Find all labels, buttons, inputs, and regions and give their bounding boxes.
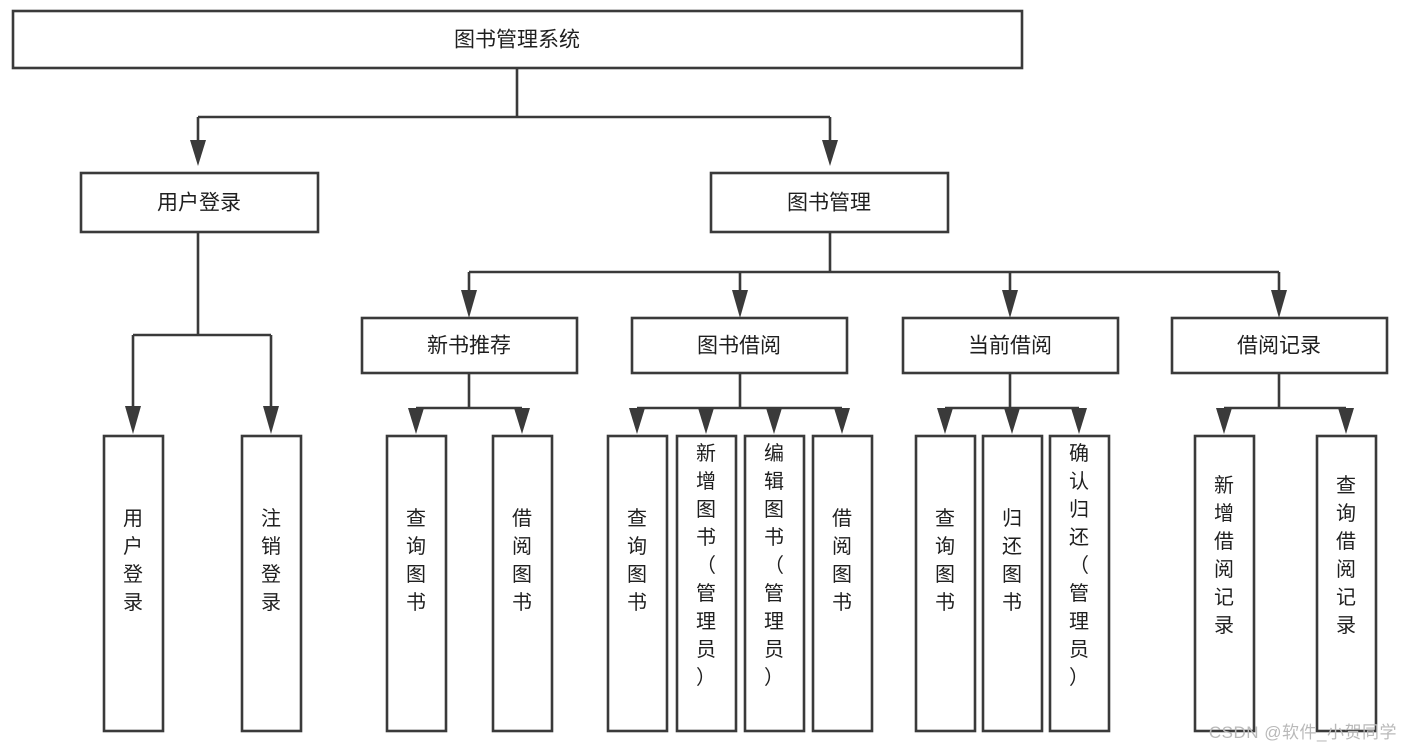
leaf-node-new-book-1[interactable]: 借阅图书 <box>491 434 554 733</box>
node-book-management[interactable]: 图书管理 <box>709 171 950 234</box>
arrow-head-current-borrow-leaf-0 <box>937 408 953 434</box>
arrow-head-new-book-leaf-1 <box>514 408 530 434</box>
arrow-head-user-login <box>190 140 206 166</box>
leaf-node-new-book-0[interactable]: 查询图书 <box>385 434 448 733</box>
arrow-head-user-login-leaf-0 <box>125 406 141 434</box>
arrow-head-book-borrow <box>732 290 748 318</box>
arrow-head-book-borrow-leaf-2 <box>766 408 782 434</box>
leaf-node-user-login-0[interactable]: 用户登录 <box>102 434 165 733</box>
leaf-node-book-borrow-3[interactable]: 借阅图书 <box>811 434 874 733</box>
arrow-head-current-borrow <box>1002 290 1018 318</box>
arrow-head-book-borrow-leaf-0 <box>629 408 645 434</box>
node-book-management-label: 图书管理 <box>787 192 871 215</box>
node-book-borrow-box[interactable] <box>630 316 849 375</box>
node-root-box[interactable] <box>11 9 1024 70</box>
connector-group-book-mgmt <box>461 232 1287 318</box>
arrow-head-current-borrow-leaf-2 <box>1071 408 1087 434</box>
leaf-label-new-book-0: 查询图书 <box>406 507 426 614</box>
node-new-book-recommend-label: 新书推荐 <box>427 335 511 358</box>
arrow-head-book-borrow-leaf-3 <box>834 408 850 434</box>
arrow-head-borrow-record <box>1271 290 1287 318</box>
leaf-label-current-borrow-2: 确认归还（管理员） <box>1069 442 1089 689</box>
leaf-box-new-book-0[interactable] <box>385 434 448 733</box>
connector-group-book-borrow <box>629 373 850 434</box>
leaf-box-book-borrow-2[interactable] <box>743 434 806 733</box>
node-new-book-recommend-box[interactable] <box>360 316 579 375</box>
leaf-label-user-login-0: 用户登录 <box>123 508 143 614</box>
arrow-head-current-borrow-leaf-1 <box>1004 408 1020 434</box>
leaf-group-user-login: 用户登录 注销登录 <box>102 434 303 733</box>
arrow-head-new-book-leaf-0 <box>408 408 424 434</box>
leaf-node-borrow-record-1[interactable]: 查询借阅记录 <box>1315 434 1378 733</box>
node-user-login-label: 用户登录 <box>157 192 241 215</box>
node-current-borrow-box[interactable] <box>901 316 1120 375</box>
leaf-node-book-borrow-2[interactable]: 编辑图书（管理员） <box>743 434 806 733</box>
connector-group-new-book-recommend <box>408 373 530 434</box>
leaf-box-user-login-1[interactable] <box>240 434 303 733</box>
leaf-box-new-book-1[interactable] <box>491 434 554 733</box>
leaf-group-borrow-record: 新增借阅记录 查询借阅记录 <box>1193 434 1378 733</box>
leaf-box-borrow-record-0[interactable] <box>1193 434 1256 733</box>
leaf-node-user-login-1[interactable]: 注销登录 <box>240 434 303 733</box>
node-borrow-record[interactable]: 借阅记录 <box>1170 316 1389 375</box>
leaf-label-book-borrow-0: 查询图书 <box>627 507 647 614</box>
node-book-management-box[interactable] <box>709 171 950 234</box>
arrow-head-book-mgmt <box>822 140 838 166</box>
arrow-head-user-login-leaf-1 <box>263 406 279 434</box>
leaf-box-current-borrow-2[interactable] <box>1048 434 1111 733</box>
node-current-borrow-label: 当前借阅 <box>968 335 1052 358</box>
leaf-box-borrow-record-1[interactable] <box>1315 434 1378 733</box>
leaf-label-book-borrow-2: 编辑图书（管理员） <box>764 442 784 689</box>
leaf-label-borrow-record-0: 新增借阅记录 <box>1214 474 1234 637</box>
node-user-login[interactable]: 用户登录 <box>79 171 320 234</box>
leaf-box-current-borrow-1[interactable] <box>981 434 1044 733</box>
leaf-group-new-book-recommend: 查询图书 借阅图书 <box>385 434 554 733</box>
node-current-borrow[interactable]: 当前借阅 <box>901 316 1120 375</box>
leaf-group-current-borrow: 查询图书 归还图书 确认归还（管理员） <box>914 434 1111 733</box>
connector-group-root <box>190 68 838 166</box>
node-user-login-box[interactable] <box>79 171 320 234</box>
node-borrow-record-box[interactable] <box>1170 316 1389 375</box>
leaf-box-book-borrow-0[interactable] <box>606 434 669 733</box>
csdn-watermark: CSDN @软件_小贺同学 <box>1208 723 1397 742</box>
leaf-label-current-borrow-1: 归还图书 <box>1002 507 1022 614</box>
leaf-label-borrow-record-1: 查询借阅记录 <box>1336 474 1356 637</box>
node-root-label: 图书管理系统 <box>454 29 580 52</box>
leaf-node-borrow-record-0[interactable]: 新增借阅记录 <box>1193 434 1256 733</box>
leaf-box-book-borrow-1[interactable] <box>675 434 738 733</box>
leaf-box-book-borrow-3[interactable] <box>811 434 874 733</box>
connector-group-current-borrow <box>937 373 1087 434</box>
arrow-head-borrow-record-leaf-1 <box>1338 408 1354 434</box>
leaf-node-current-borrow-2[interactable]: 确认归还（管理员） <box>1048 434 1111 733</box>
arrow-head-book-borrow-leaf-1 <box>698 408 714 434</box>
leaf-node-current-borrow-1[interactable]: 归还图书 <box>981 434 1044 733</box>
leaf-box-user-login-0[interactable] <box>102 434 165 733</box>
leaf-node-book-borrow-1[interactable]: 新增图书（管理员） <box>675 434 738 733</box>
arrow-head-new-book-recommend <box>461 290 477 318</box>
node-book-borrow[interactable]: 图书借阅 <box>630 316 849 375</box>
leaf-box-current-borrow-0[interactable] <box>914 434 977 733</box>
leaf-node-current-borrow-0[interactable]: 查询图书 <box>914 434 977 733</box>
leaf-label-book-borrow-3: 借阅图书 <box>832 507 852 614</box>
node-book-borrow-label: 图书借阅 <box>697 335 781 358</box>
node-root[interactable]: 图书管理系统 <box>11 9 1024 70</box>
leaf-group-book-borrow: 查询图书 新增图书（管理员） 编辑图书（管理员） 借阅图书 <box>606 434 874 733</box>
node-borrow-record-label: 借阅记录 <box>1237 335 1321 358</box>
leaf-label-new-book-1: 借阅图书 <box>512 507 532 614</box>
connector-group-user-login <box>125 232 279 434</box>
leaf-label-book-borrow-1: 新增图书（管理员） <box>696 442 716 689</box>
connector-group-borrow-record <box>1216 373 1354 434</box>
leaf-node-book-borrow-0[interactable]: 查询图书 <box>606 434 669 733</box>
leaf-label-current-borrow-0: 查询图书 <box>935 507 955 614</box>
leaf-label-user-login-1: 注销登录 <box>261 507 281 614</box>
node-new-book-recommend[interactable]: 新书推荐 <box>360 316 579 375</box>
arrow-head-borrow-record-leaf-0 <box>1216 408 1232 434</box>
